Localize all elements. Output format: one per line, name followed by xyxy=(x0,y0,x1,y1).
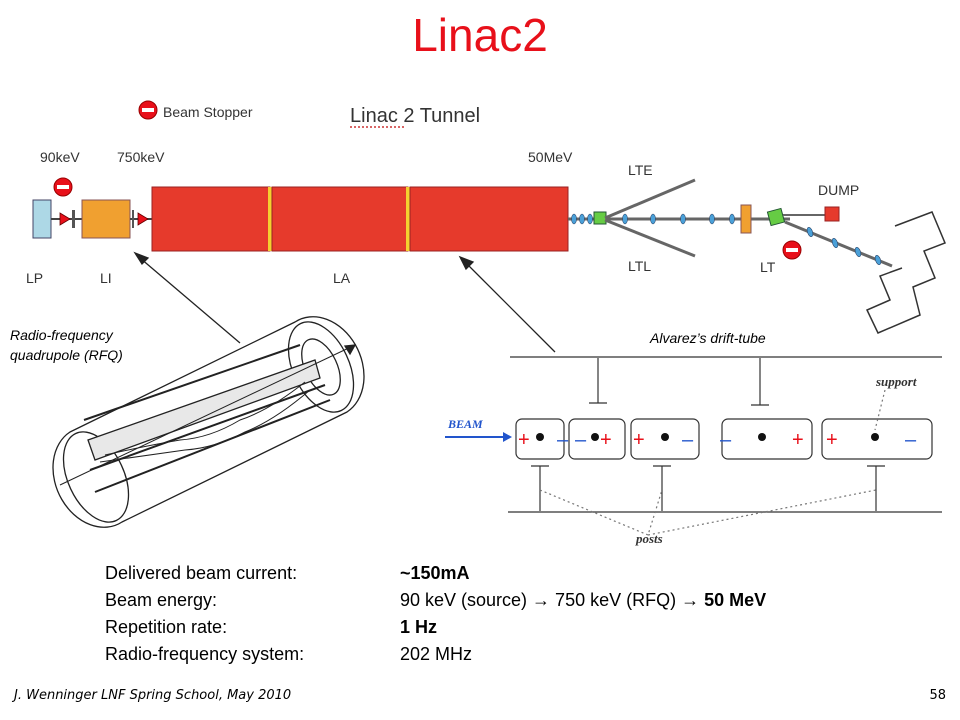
linac-tank-2 xyxy=(271,186,409,252)
spec-value: 1 Hz xyxy=(400,617,438,637)
drift-tube-schematic xyxy=(508,356,942,536)
spec-value: 90 keV (source) → 750 keV (RFQ) → 50 MeV xyxy=(400,590,767,610)
section-label-lp: LP xyxy=(26,270,43,286)
spec-row: Delivered beam current: ~150mA xyxy=(105,560,766,587)
switching-magnet xyxy=(593,211,607,225)
beam-label: BEAM xyxy=(447,417,483,431)
section-label-lt: LT xyxy=(760,259,776,275)
section-label-dump: DUMP xyxy=(818,182,859,198)
rfq-cutaway-drawing xyxy=(52,316,365,528)
energy-label-750kev: 750keV xyxy=(117,149,165,165)
rfq-caption: Radio-frequency quadrupole (RFQ) xyxy=(10,325,123,365)
rfq-li xyxy=(81,199,131,239)
specs-table: Delivered beam current: ~150mA Beam ener… xyxy=(105,560,766,668)
slide-title: Linac2 xyxy=(412,9,548,61)
spec-label: Delivered beam current: xyxy=(105,563,298,583)
beam-stopper-legend: Beam Stopper xyxy=(138,100,253,120)
svg-text:+: + xyxy=(518,429,530,451)
beam-stopper-label: Beam Stopper xyxy=(163,104,253,120)
section-label-la: LA xyxy=(333,270,351,286)
slide-footer: J. Wenninger LNF Spring School, May 2010 xyxy=(14,688,292,703)
svg-text:–: – xyxy=(557,429,569,451)
ion-source-lp xyxy=(32,199,52,239)
svg-text:+: + xyxy=(633,429,645,451)
spec-value: 202 MHz xyxy=(400,644,473,664)
energy-label-50mev: 50MeV xyxy=(528,149,573,165)
support-label: support xyxy=(875,374,917,389)
svg-text:–: – xyxy=(905,429,917,451)
booster-tunnel-outline xyxy=(865,211,946,334)
svg-text:+: + xyxy=(600,429,612,451)
svg-text:+: + xyxy=(792,429,804,451)
section-label-lte: LTE xyxy=(628,162,653,178)
spec-row: Beam energy: 90 keV (source) → 750 keV (… xyxy=(105,587,766,614)
spec-row: Radio-frequency system: 202 MHz xyxy=(105,641,766,668)
rfq-caption-line2: quadrupole (RFQ) xyxy=(10,347,123,363)
section-label-li: LI xyxy=(100,270,112,286)
svg-text:–: – xyxy=(682,429,694,451)
page-number: 58 xyxy=(929,688,946,703)
posts-label: posts xyxy=(635,531,663,546)
linac-tank-3 xyxy=(409,186,569,252)
drift-tube-caption: Alvarez’s drift-tube xyxy=(650,330,766,346)
spec-label: Repetition rate: xyxy=(105,617,228,637)
rfq-caption-line1: Radio-frequency xyxy=(10,327,113,343)
linac-tank-1 xyxy=(151,186,271,252)
spec-label: Radio-frequency system: xyxy=(105,644,305,664)
tunnel-title: Linac 2 Tunnel xyxy=(350,105,480,127)
lt-orange-element xyxy=(740,204,752,234)
energy-label-90kev: 90keV xyxy=(40,149,80,165)
svg-text:–: – xyxy=(575,429,587,451)
section-label-ltl: LTL xyxy=(628,258,651,274)
lt-green-element xyxy=(766,207,786,227)
spec-value: ~150mA xyxy=(400,563,470,583)
svg-text:+: + xyxy=(826,429,838,451)
spec-label: Beam energy: xyxy=(105,590,218,610)
svg-text:–: – xyxy=(720,429,732,451)
spec-row: Repetition rate: 1 Hz xyxy=(105,614,766,641)
dump-block xyxy=(824,206,840,222)
